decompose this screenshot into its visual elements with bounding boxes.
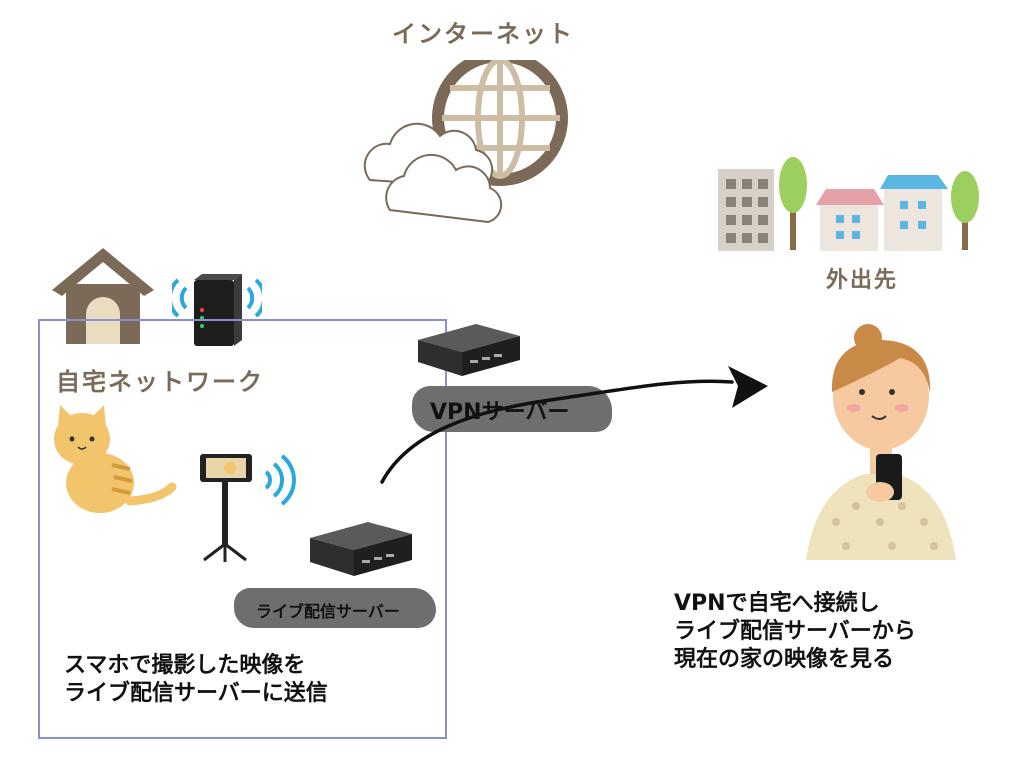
live-server-tag-label: ライブ配信サーバー	[256, 602, 400, 621]
cat-icon	[54, 405, 177, 513]
internet-illustration	[363, 60, 568, 224]
outside-label: 外出先	[826, 268, 899, 293]
vpn-server-tag-label: VPNサーバー	[430, 400, 570, 425]
tree-icon	[779, 157, 807, 250]
internet-label: インターネット	[392, 20, 574, 48]
live-server-tag	[234, 588, 436, 628]
cloud-icon	[363, 122, 503, 224]
cityscape-illustration	[718, 157, 979, 251]
wifi-icon	[172, 278, 262, 318]
remote-user-illustration	[806, 324, 956, 560]
tree-icon	[951, 171, 979, 250]
live-server-icon	[310, 522, 412, 576]
blue-house-icon	[880, 175, 948, 251]
home-network-label: 自宅ネットワーク	[56, 368, 264, 396]
office-building-icon	[718, 169, 774, 251]
vpn-connection-arrow	[380, 366, 768, 484]
pink-house-icon	[816, 189, 884, 251]
vpn-server-tag	[412, 386, 612, 432]
home-network-area	[38, 319, 447, 739]
vpn-server-icon	[418, 324, 520, 376]
wifi-icon	[264, 454, 296, 506]
smartphone-tripod-icon	[200, 454, 296, 562]
remote-caption: VPNで自宅へ接続し ライブ配信サーバーから 現在の家の映像を見る	[674, 591, 916, 673]
router-icon	[172, 274, 262, 346]
arrowhead-icon	[728, 366, 768, 408]
home-caption: スマホで撮影した映像を ライブ配信サーバーに送信	[64, 653, 328, 707]
house-icon	[52, 248, 154, 344]
